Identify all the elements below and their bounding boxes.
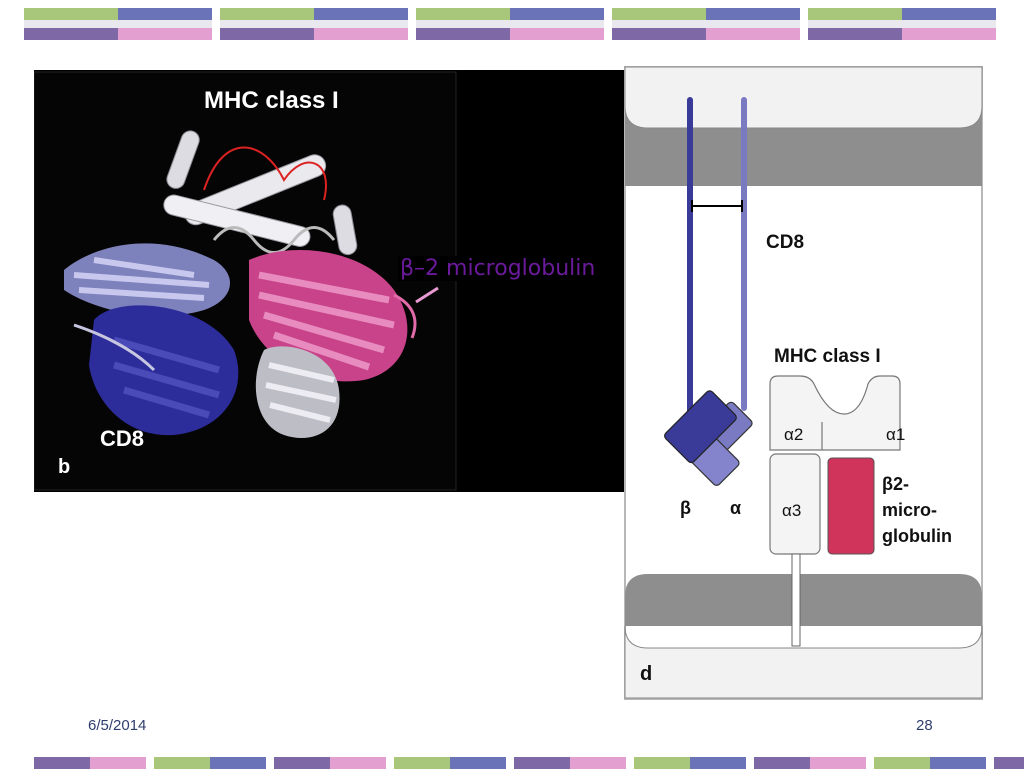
peptide-strand bbox=[203, 146, 327, 201]
beta-label: β bbox=[680, 498, 691, 518]
top-band-purple-2 bbox=[416, 28, 510, 40]
alpha2-label: α2 bbox=[784, 425, 803, 444]
top-band-svg bbox=[24, 8, 996, 40]
top-band-pink-0 bbox=[118, 28, 212, 40]
b2m-pointer-line bbox=[415, 286, 439, 304]
b2m-annotation-text: β–2 microglobulin bbox=[398, 256, 598, 281]
top-membrane-dark bbox=[625, 106, 982, 186]
mhc-helix-3 bbox=[166, 130, 200, 189]
cd8-loop bbox=[73, 323, 156, 372]
right-cd8-label: CD8 bbox=[766, 232, 804, 253]
top-band-purple-1 bbox=[220, 28, 314, 40]
b2m-label-line1: β2- bbox=[882, 474, 909, 494]
bottom-band-seg-9 bbox=[570, 757, 626, 769]
b2m-annotation: β–2 microglobulin bbox=[398, 256, 598, 281]
bottom-band-seg-10 bbox=[634, 757, 690, 769]
b2m-domain bbox=[827, 457, 875, 555]
top-band-green-2 bbox=[416, 8, 510, 20]
bottom-band-seg-16 bbox=[994, 757, 1024, 769]
bottom-band-seg-2 bbox=[154, 757, 210, 769]
bottom-band-seg-12 bbox=[754, 757, 810, 769]
top-band-blue-3 bbox=[706, 8, 800, 20]
top-band-purple-0 bbox=[24, 28, 118, 40]
page-number: 28 bbox=[916, 717, 933, 734]
mhc-transmembrane-stalk bbox=[791, 553, 801, 647]
bottom-band-seg-4 bbox=[274, 757, 330, 769]
top-band-blue-1 bbox=[314, 8, 408, 20]
b2m-strands bbox=[258, 271, 395, 371]
alpha3-label: α3 bbox=[782, 501, 801, 520]
bottom-band-seg-6 bbox=[394, 757, 450, 769]
top-band-pink-1 bbox=[314, 28, 408, 40]
top-band-green-3 bbox=[612, 8, 706, 20]
top-band-pink-3 bbox=[706, 28, 800, 40]
footer-date: 6/5/2014 bbox=[88, 717, 147, 734]
top-band-green-4 bbox=[808, 8, 902, 20]
mhc-helix-4 bbox=[332, 204, 358, 256]
top-decorative-band bbox=[0, 0, 1024, 60]
top-band-purple-4 bbox=[808, 28, 902, 40]
top-band-purple-3 bbox=[612, 28, 706, 40]
top-band-mid-2 bbox=[416, 20, 604, 28]
top-band-mid-4 bbox=[808, 20, 996, 28]
top-band-mid-1 bbox=[220, 20, 408, 28]
bottom-band-seg-7 bbox=[450, 757, 506, 769]
cd8-structure bbox=[64, 243, 239, 436]
top-band-blue-2 bbox=[510, 8, 604, 20]
bottom-band-seg-15 bbox=[930, 757, 986, 769]
top-band-blue-0 bbox=[118, 8, 212, 20]
top-band-green-1 bbox=[220, 8, 314, 20]
b2m-label-line2: micro- bbox=[882, 500, 937, 520]
bottom-band-seg-11 bbox=[690, 757, 746, 769]
top-band-pink-4 bbox=[902, 28, 996, 40]
left-mhc-title: MHC class I bbox=[204, 87, 339, 114]
bottom-band-seg-5 bbox=[330, 757, 386, 769]
mhc-helix-2 bbox=[163, 194, 311, 247]
left-panel-letter: b bbox=[58, 456, 70, 478]
bottom-band-svg bbox=[34, 757, 1024, 769]
top-band-green-0 bbox=[24, 8, 118, 20]
alpha3-strands bbox=[265, 362, 337, 423]
bottom-membrane-light bbox=[624, 625, 983, 699]
cd8-lower-domain bbox=[89, 305, 239, 436]
bottom-band-seg-14 bbox=[874, 757, 930, 769]
alpha-label: α bbox=[730, 498, 741, 518]
right-mhc-title: MHC class I bbox=[774, 346, 881, 367]
bottom-band-seg-13 bbox=[810, 757, 866, 769]
top-band-mid-0 bbox=[24, 20, 212, 28]
top-band-blue-4 bbox=[902, 8, 996, 20]
b2m-label-line3: globulin bbox=[882, 526, 952, 546]
right-panel-letter: d bbox=[640, 663, 652, 685]
cd8-beta-head bbox=[664, 390, 737, 464]
protein-structure-svg: MHC class I CD8 b bbox=[33, 70, 624, 492]
schematic-svg: β α CD8 MHC class I α2 α1 α3 β2- micro- … bbox=[624, 66, 983, 700]
mhc-alpha3-structure bbox=[255, 346, 340, 438]
bottom-band-seg-8 bbox=[514, 757, 570, 769]
alpha1-alpha2-domain bbox=[769, 375, 901, 451]
schematic-figure: β α CD8 MHC class I α2 α1 α3 β2- micro- … bbox=[624, 66, 984, 706]
bottom-membrane-dark bbox=[625, 574, 982, 626]
mhc-helices bbox=[163, 130, 358, 256]
bottom-decorative-band bbox=[0, 756, 1024, 769]
bottom-band-seg-0 bbox=[34, 757, 90, 769]
bottom-band-seg-1 bbox=[90, 757, 146, 769]
cd8-strands-upper bbox=[73, 257, 210, 301]
top-band-mid-3 bbox=[612, 20, 800, 28]
cd8-strands-lower bbox=[113, 336, 220, 419]
top-membrane-light bbox=[624, 66, 983, 129]
left-cd8-label: CD8 bbox=[100, 426, 144, 451]
bottom-band-seg-3 bbox=[210, 757, 266, 769]
b2m-loop bbox=[393, 293, 417, 339]
top-band-pink-2 bbox=[510, 28, 604, 40]
alpha1-label: α1 bbox=[886, 425, 905, 444]
protein-structure-figure: MHC class I CD8 b bbox=[33, 70, 624, 492]
